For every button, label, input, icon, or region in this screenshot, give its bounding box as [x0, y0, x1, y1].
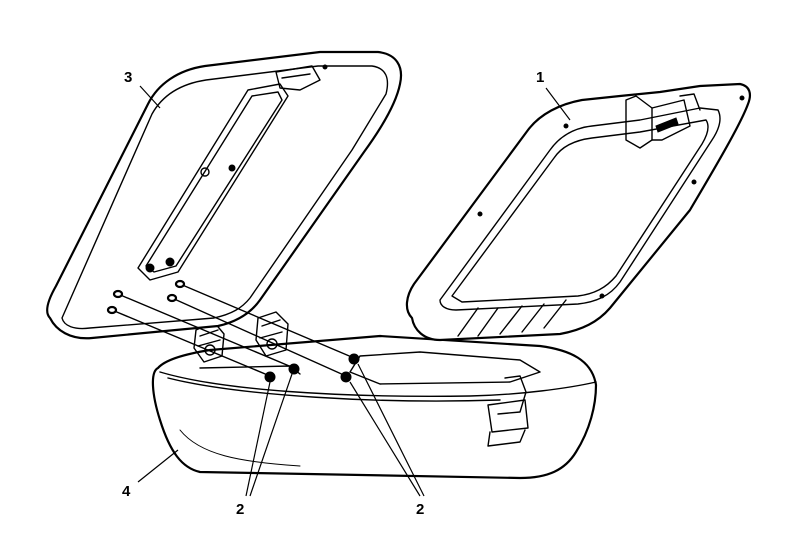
bolt-2 — [112, 289, 300, 375]
leader-lines — [137, 85, 571, 497]
leader-2-right-b — [357, 363, 425, 497]
leader-1 — [545, 87, 571, 121]
bolt-1 — [106, 305, 276, 383]
bolt-4 — [174, 279, 360, 365]
leader-2-right-a — [349, 381, 421, 497]
callout-3: 3 — [124, 69, 132, 86]
bolt-3 — [166, 293, 352, 383]
callout-1: 1 — [536, 69, 544, 86]
leader-2-left-a — [245, 381, 271, 497]
callout-4: 4 — [122, 483, 131, 500]
leader-3 — [139, 85, 161, 109]
callout-2-left: 2 — [236, 501, 244, 518]
leader-2-left-b — [249, 373, 293, 497]
cover-inner — [46, 50, 403, 340]
bolts — [106, 279, 360, 383]
leader-4 — [137, 449, 179, 483]
callout-2-right: 2 — [416, 501, 424, 518]
cover-outer — [405, 82, 751, 342]
